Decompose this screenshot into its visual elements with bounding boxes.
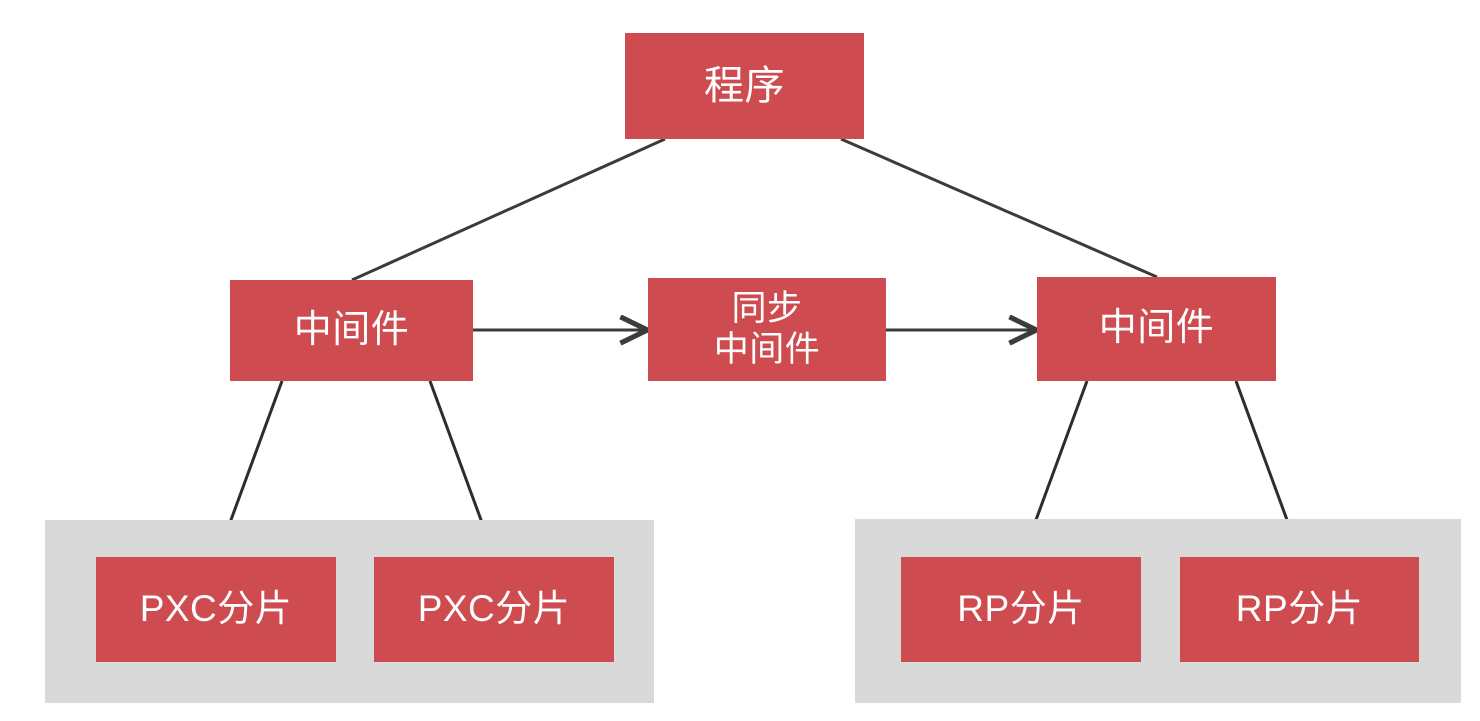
- node-middleware-right[interactable]: 中间件: [1037, 277, 1276, 381]
- node-program[interactable]: 程序: [625, 33, 864, 139]
- edge-program-to-middleware-left: [351, 137, 666, 282]
- node-pxc-shard-1-label: PXC分片: [139, 588, 293, 630]
- node-middleware-left-label: 中间件: [293, 308, 410, 351]
- node-program-label: 程序: [704, 64, 785, 108]
- node-rp-shard-2[interactable]: RP分片: [1180, 557, 1419, 662]
- node-middleware-left[interactable]: 中间件: [230, 280, 473, 381]
- node-pxc-shard-1[interactable]: PXC分片: [96, 557, 336, 662]
- node-rp-shard-1[interactable]: RP分片: [901, 557, 1141, 662]
- node-middleware-right-label: 中间件: [1098, 307, 1215, 350]
- node-sync-middleware[interactable]: 同步 中间件: [648, 278, 886, 381]
- node-rp-shard-2-label: RP分片: [1235, 588, 1364, 630]
- node-rp-shard-1-label: RP分片: [957, 588, 1085, 630]
- node-sync-middleware-label: 同步 中间件: [713, 289, 821, 369]
- node-pxc-shard-2-label: PXC分片: [417, 588, 571, 630]
- node-pxc-shard-2[interactable]: PXC分片: [374, 557, 614, 662]
- edge-program-to-middleware-right: [840, 137, 1158, 279]
